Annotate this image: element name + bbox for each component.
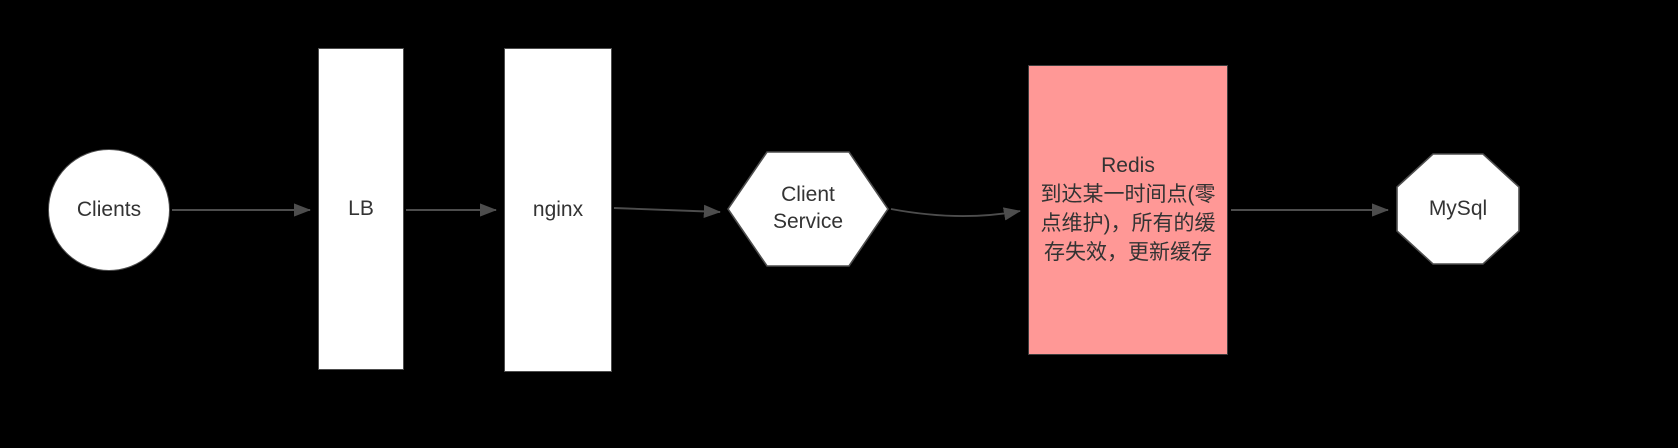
hexagon-shape [727,151,889,267]
node-client-service[interactable]: Client Service [727,151,889,267]
node-mysql-label: MySql [1428,196,1488,220]
edge-nginx-client-service [613,204,721,219]
node-redis[interactable]: Redis 到达某一时间点(零点维护)，所有的缓存失效，更新缓存 [1028,65,1228,355]
octagon-shape [1396,153,1520,265]
node-redis-label: Redis 到达某一时间点(零点维护)，所有的缓存失效，更新缓存 [1040,154,1216,264]
node-nginx[interactable]: nginx [504,48,612,372]
edge-client-service-redis [890,207,1021,221]
node-lb-label: LB [348,196,374,220]
node-clients[interactable]: Clients [48,149,170,271]
node-client-service-label: Client Service [772,183,844,233]
node-clients-label: Clients [76,197,142,221]
node-nginx-label: nginx [532,197,584,221]
node-lb[interactable]: LB [318,48,404,370]
node-mysql[interactable]: MySql [1396,153,1520,265]
